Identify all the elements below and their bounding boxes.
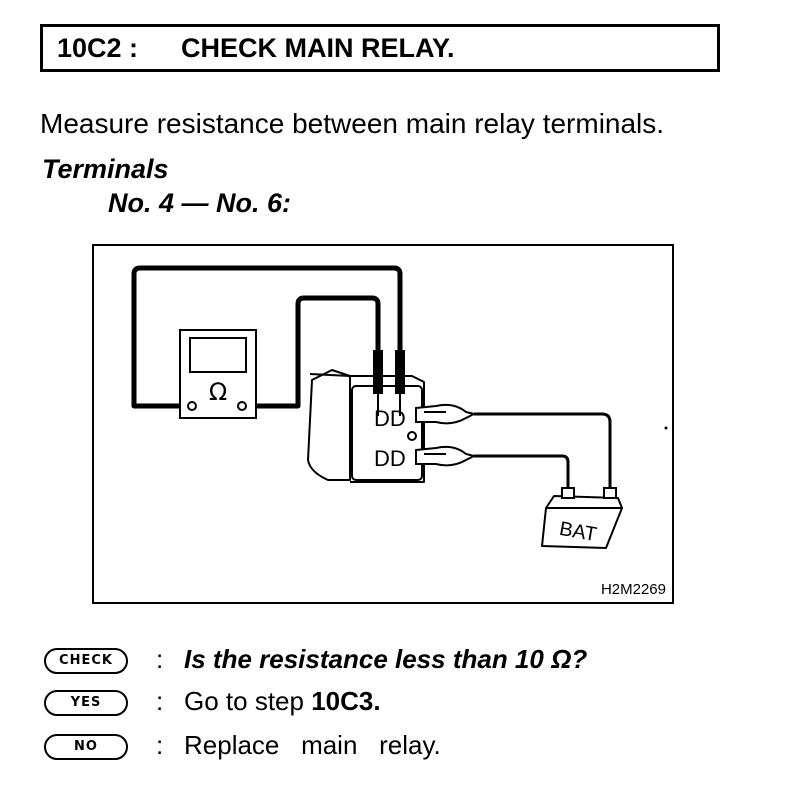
probe-wire-inner bbox=[242, 295, 381, 409]
clip-lower bbox=[415, 445, 477, 467]
check-question: Is the resistance less than 10 Ω? bbox=[184, 644, 587, 675]
ohm-symbol: Ω bbox=[209, 378, 227, 406]
terminals-heading: Terminals bbox=[42, 154, 169, 184]
figure-code: H2M2269 bbox=[600, 581, 666, 598]
clip-upper bbox=[415, 403, 477, 425]
no-badge: NO bbox=[44, 734, 128, 760]
yes-badge: YES bbox=[44, 690, 128, 716]
check-question-text: Is the resistance less than 10 bbox=[184, 644, 552, 674]
battery-wire-positive bbox=[474, 412, 612, 488]
battery: BAT bbox=[541, 487, 623, 549]
terminals-pair: No. 4 — No. 6: bbox=[108, 188, 292, 218]
ohm-question-symbol: Ω? bbox=[551, 644, 588, 674]
check-badge: CHECK bbox=[44, 648, 128, 674]
probe-wire-outer bbox=[131, 265, 403, 409]
step-title: CHECK MAIN RELAY. bbox=[181, 33, 455, 63]
probe-right bbox=[395, 350, 405, 416]
check-colon: : bbox=[156, 644, 164, 674]
relay-test-figure: Ω DD DD bbox=[92, 244, 674, 604]
yes-answer: Go to step 10C3. bbox=[184, 686, 381, 717]
probe-left bbox=[373, 350, 383, 416]
battery-wire-negative bbox=[474, 454, 570, 488]
no-colon: : bbox=[156, 730, 164, 760]
intro-text: Measure resistance between main relay te… bbox=[40, 108, 665, 139]
relay-lower-mark: DD bbox=[374, 446, 406, 471]
yes-answer-text: Go to step bbox=[184, 686, 312, 716]
next-step-ref: 10C3. bbox=[311, 686, 381, 716]
wiring-diagram: Ω DD DD bbox=[131, 265, 668, 549]
no-answer: Replace main relay. bbox=[184, 730, 441, 760]
ohmmeter: Ω bbox=[179, 329, 257, 419]
main-relay: DD DD bbox=[307, 369, 425, 483]
yes-colon: : bbox=[156, 686, 164, 716]
step-id: 10C2 : bbox=[57, 33, 139, 63]
step-header: 10C2 : CHECK MAIN RELAY. bbox=[40, 24, 720, 72]
